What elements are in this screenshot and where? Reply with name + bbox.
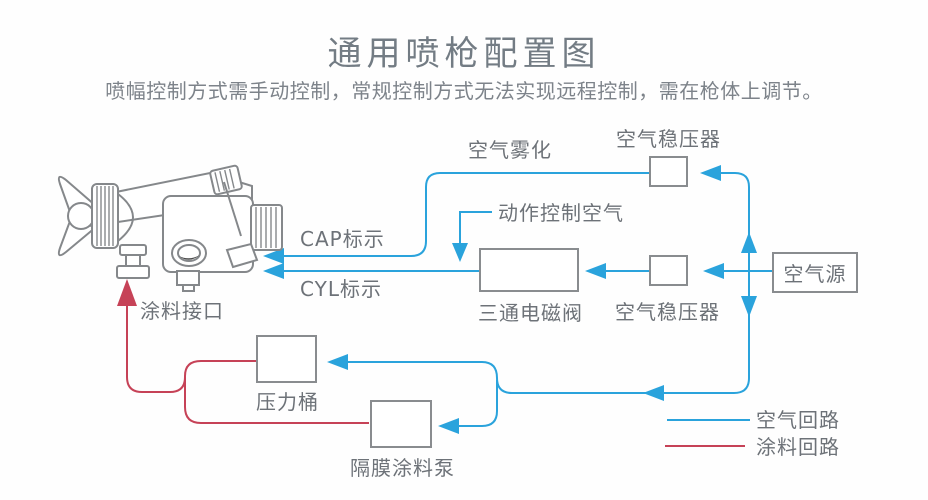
to-top-stabilizer-arrowhead <box>700 165 721 181</box>
gun-side-port-shade <box>179 255 200 260</box>
page-title: 通用喷枪配置图 <box>327 34 601 74</box>
paint-circuit-lines <box>117 279 745 447</box>
cap-arrowhead <box>263 248 284 264</box>
air-stabilizer-mid-box <box>649 255 688 286</box>
paint-inlet-label: 涂料接口 <box>140 299 224 323</box>
gun-top-knob <box>209 164 243 196</box>
air-atomization-label: 空气雾化 <box>468 138 552 162</box>
gun-right-fitting <box>225 242 259 269</box>
to-stabilizer-arrowhead <box>703 263 724 279</box>
gun-paint-nut <box>119 244 147 256</box>
gun-dome <box>117 193 134 242</box>
air-stabilizer-top-box <box>649 156 688 187</box>
paint-line-to-gun <box>126 288 186 393</box>
gun-bottom-fitting-tip <box>182 284 195 292</box>
page-subtitle: 喷幅控制方式需手动控制，常规控制方式无法实现远程控制，需在枪体上调节。 <box>105 79 823 103</box>
cyl-arrowhead <box>263 263 284 279</box>
pressure-tank-label: 压力桶 <box>256 390 319 414</box>
main-line-up-arrowhead <box>741 232 757 253</box>
gun-side-port-inner <box>177 244 201 262</box>
main-line-down-arrowhead <box>741 296 757 317</box>
air-line-action-control <box>459 211 492 245</box>
return-line-arrowhead <box>643 385 664 401</box>
spray-gun-illustration <box>57 164 283 292</box>
air-line-branch-to-pump <box>457 380 498 427</box>
to-tank-arrowhead <box>327 354 348 370</box>
to-solenoid-arrowhead <box>585 263 606 279</box>
air-line-up-to-top-stabilizer <box>719 172 750 271</box>
gun-body-seam <box>223 181 242 237</box>
gun-top-horn <box>57 175 99 214</box>
air-circuit-lines <box>263 165 772 434</box>
air-line-down-to-tank <box>346 271 750 394</box>
air-source-box: 空气源 <box>772 252 858 293</box>
action-control-arrowhead <box>452 243 468 262</box>
solenoid-valve-box <box>479 248 579 292</box>
air-stabilizer-mid-label: 空气稳压器 <box>615 300 720 324</box>
air-stabilizer-top-label: 空气稳压器 <box>616 127 721 151</box>
air-source-label: 空气源 <box>783 262 847 286</box>
gun-bottom-fitting <box>176 270 200 286</box>
paint-line-tank-pump <box>184 360 369 424</box>
gun-bottom-horn <box>57 219 99 257</box>
gun-paint-cap <box>116 265 150 279</box>
to-pump-arrowhead <box>438 418 459 434</box>
gun-paint-stem <box>125 254 141 267</box>
cyl-mark-label: CYL标示 <box>300 277 382 301</box>
air-line-atomization-to-cap <box>282 172 649 257</box>
paint-inlet-arrowhead <box>117 279 137 306</box>
gun-nozzle <box>67 202 95 230</box>
solenoid-valve-label: 三通电磁阀 <box>478 301 583 325</box>
action-control-air-label: 动作控制空气 <box>498 201 624 225</box>
cap-mark-label: CAP标示 <box>300 227 385 251</box>
legend-paint-label: 涂料回路 <box>756 435 840 459</box>
legend-air-label: 空气回路 <box>756 408 840 432</box>
pressure-tank-box <box>256 335 317 383</box>
diaphragm-pump-box <box>370 400 432 448</box>
diaphragm-pump-label: 隔膜涂料泵 <box>350 456 455 480</box>
